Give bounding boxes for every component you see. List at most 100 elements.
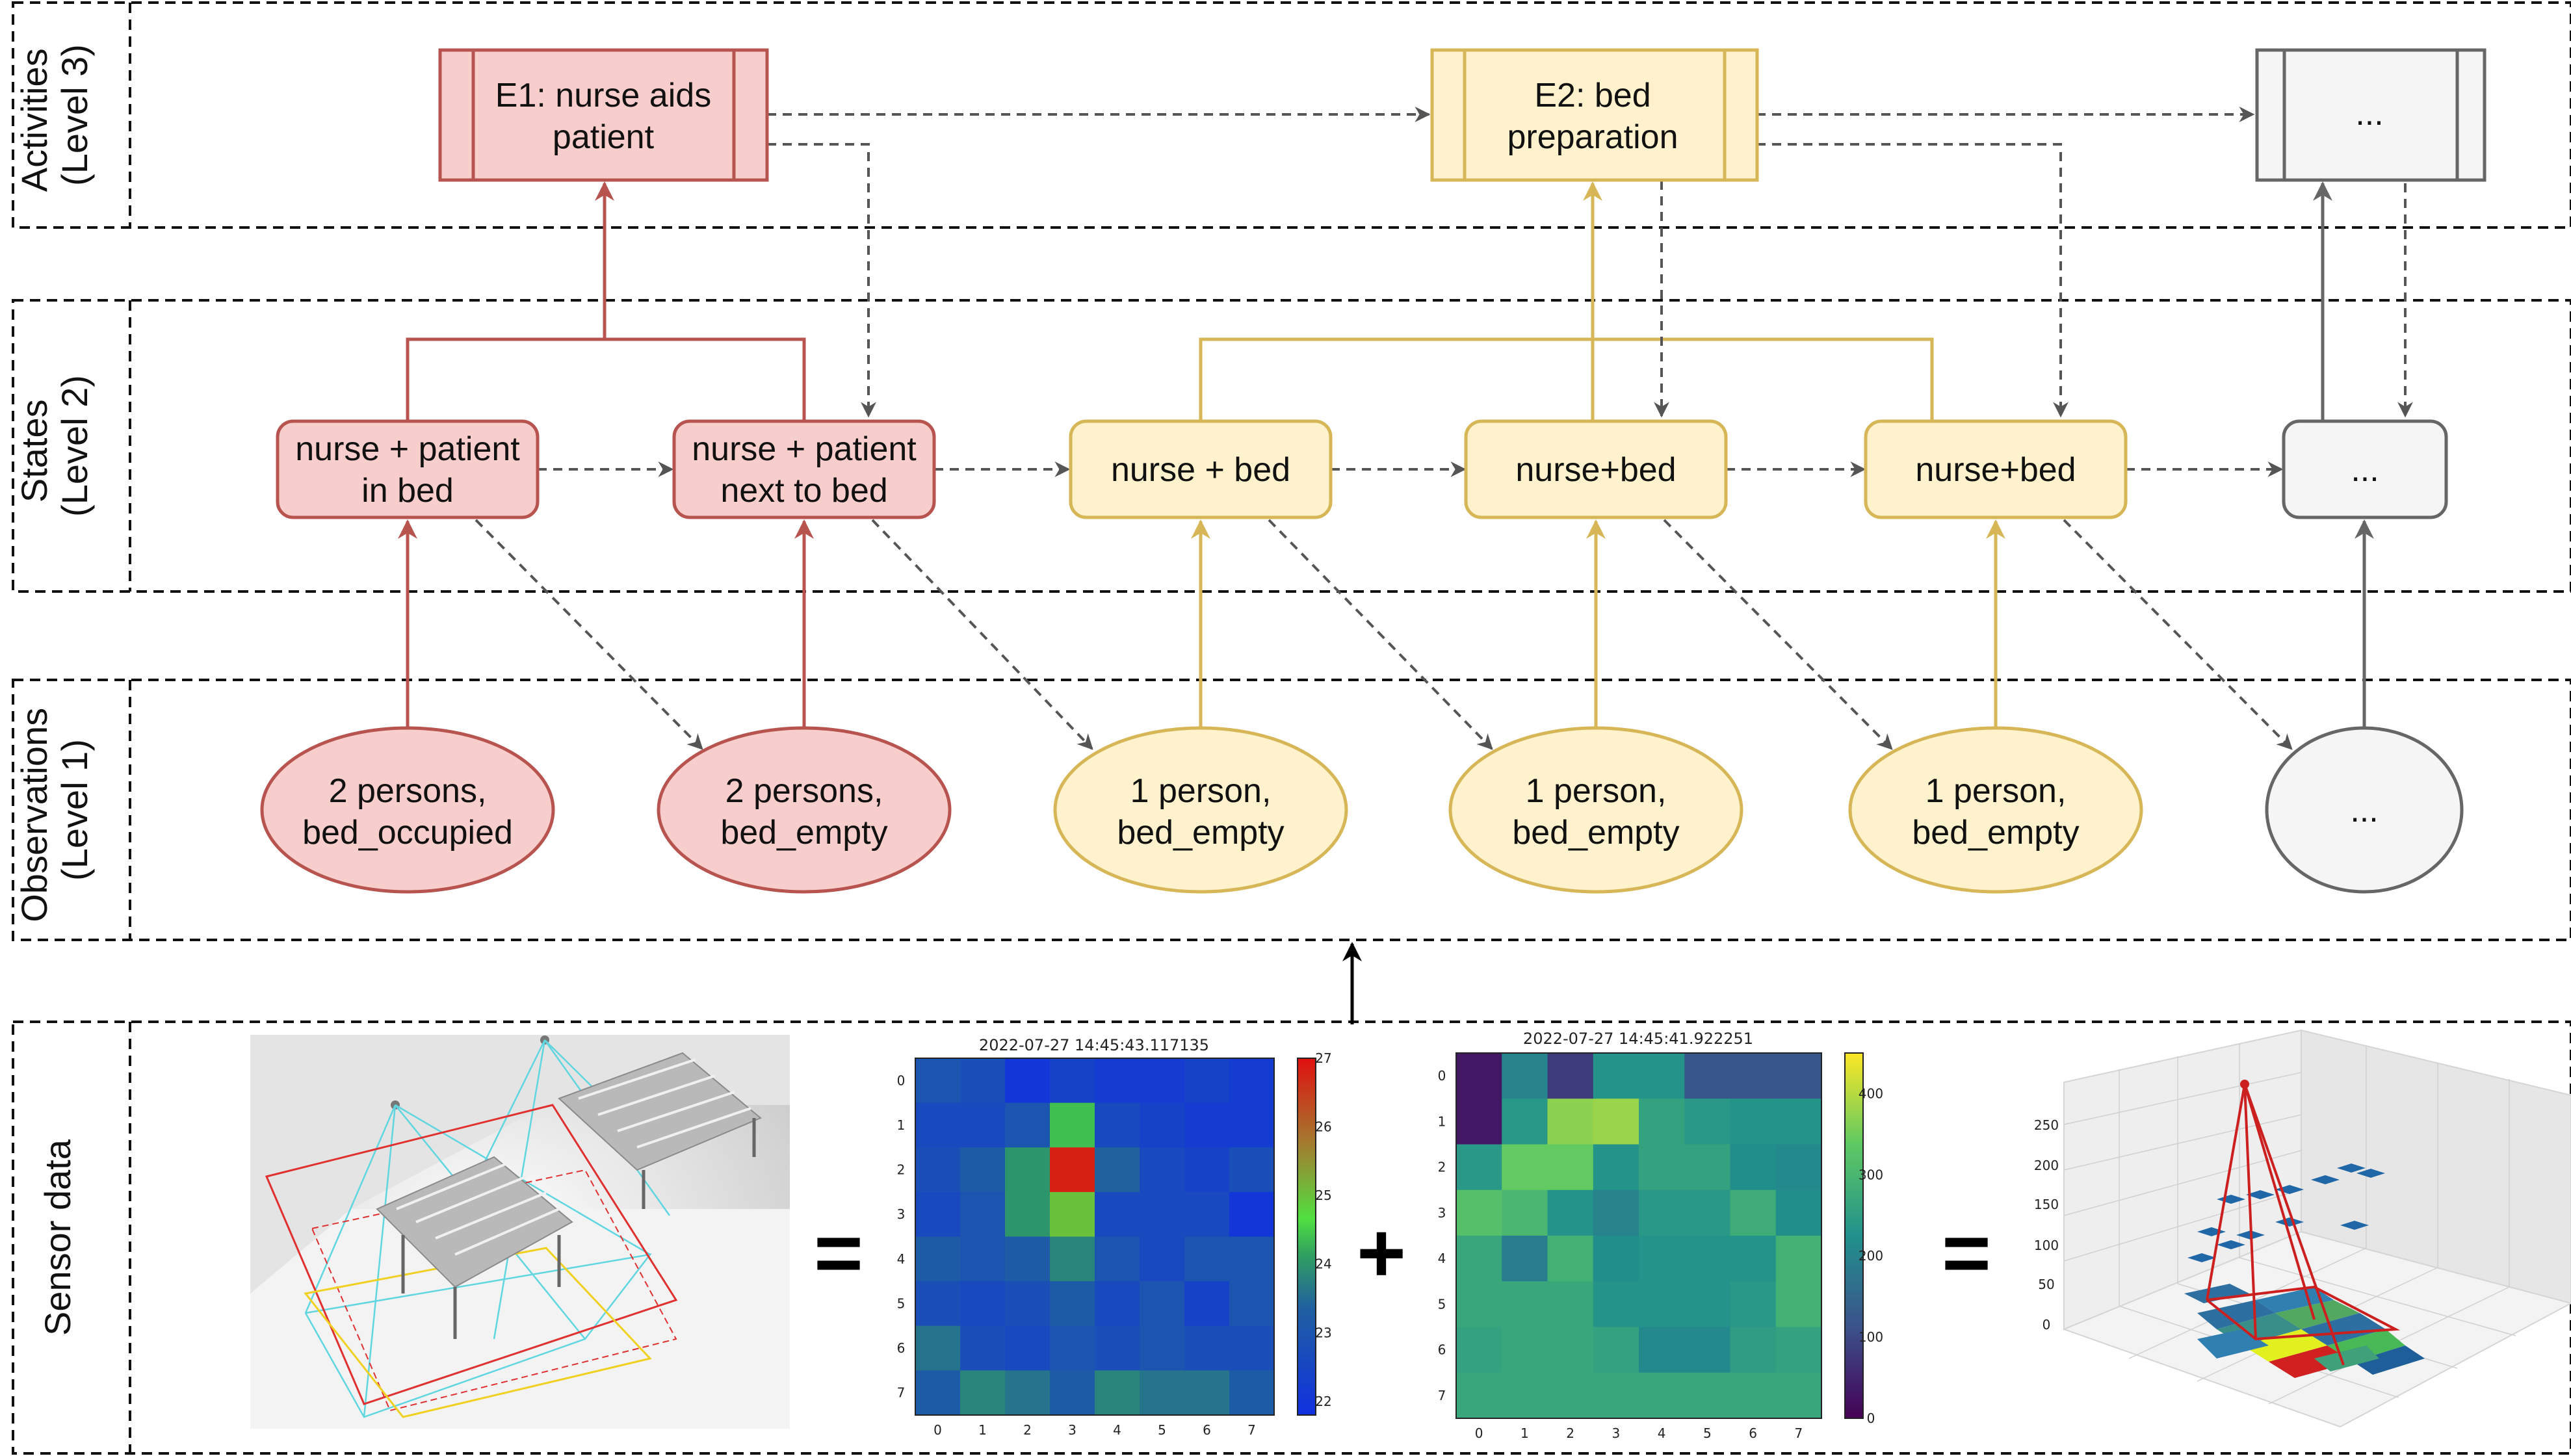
edge-state1-to-obs2 xyxy=(475,519,703,750)
colorbar-tick-label: 300 xyxy=(1859,1167,1883,1182)
colorbar-tick-label: 23 xyxy=(1315,1325,1331,1340)
state-more[interactable]: ... xyxy=(2282,419,2448,519)
heatmap-cell xyxy=(1005,1281,1051,1327)
heatmap-cell xyxy=(915,1281,961,1327)
x-tick-label: 0 xyxy=(1475,1425,1483,1441)
heatmap-cell xyxy=(1775,1053,1822,1099)
heatmap-cell xyxy=(1005,1147,1051,1193)
activity-e2[interactable]: E2: bed preparation xyxy=(1430,48,1759,182)
heatmap-cell xyxy=(1050,1102,1095,1148)
colorbar-tick-label: 24 xyxy=(1315,1256,1331,1272)
z-tick-label: 200 xyxy=(2034,1158,2059,1173)
heatmap-cell xyxy=(1229,1058,1275,1104)
heatmap-cell xyxy=(1229,1370,1275,1416)
state-1-line1: nurse + patient xyxy=(295,430,520,468)
heatmap-cell xyxy=(1684,1144,1730,1191)
heatmap-cell xyxy=(915,1191,961,1237)
observation-1-person-bed-empty-1[interactable]: 1 person, bed_empty xyxy=(1053,726,1348,894)
heatmap-cell xyxy=(1775,1098,1822,1145)
observation-2-persons-bed-occupied[interactable]: 2 persons, bed_occupied xyxy=(260,726,555,894)
state-4-label: nurse+bed xyxy=(1515,451,1676,489)
obs-5-line1: 1 person, xyxy=(1925,772,2067,810)
state-nurse-bed-3[interactable]: nurse+bed xyxy=(1864,419,2128,519)
heatmap-cell xyxy=(1730,1098,1777,1145)
heatmap-cell xyxy=(1639,1281,1685,1327)
heatmap-cell xyxy=(1456,1327,1502,1373)
state-nurse-patient-next-to-bed[interactable]: nurse + patient next to bed xyxy=(672,419,936,519)
x-tick-label: 6 xyxy=(1749,1425,1757,1441)
heatmap-depth-title: 2022-07-27 14:45:41.922251 xyxy=(1523,1030,1753,1048)
activity-e2-line1: E2: bed xyxy=(1534,77,1651,114)
heatmap-cell xyxy=(1005,1102,1051,1148)
state-nurse-bed-2[interactable]: nurse+bed xyxy=(1464,419,1728,519)
obs-5-line2: bed_empty xyxy=(1912,814,2079,852)
x-tick-label: 5 xyxy=(1158,1422,1166,1438)
activity-e1-line1: E1: nurse aids xyxy=(495,77,711,114)
y-tick-label: 6 xyxy=(897,1340,906,1356)
heatmap-cell xyxy=(1095,1191,1140,1237)
heatmap-cell xyxy=(1730,1327,1777,1373)
activity-e1[interactable]: E1: nurse aids patient xyxy=(438,48,769,182)
heatmap-cell xyxy=(1005,1236,1051,1282)
plot-3d-apex-point xyxy=(2240,1080,2249,1089)
colorbar-tick-label: 400 xyxy=(1859,1086,1883,1101)
heatmap-cell xyxy=(1095,1325,1140,1371)
heatmap-cell xyxy=(1502,1144,1548,1191)
heatmap-cell xyxy=(1005,1325,1051,1371)
colorbar-tick-label: 200 xyxy=(1859,1248,1883,1264)
band-states-label: States (Level 2) xyxy=(14,375,95,517)
heatmap-cell xyxy=(1684,1327,1730,1373)
heatmap-cell xyxy=(1775,1281,1822,1327)
heatmap-cell xyxy=(1639,1144,1685,1191)
heatmap-cell xyxy=(1140,1370,1185,1416)
state-2-line1: nurse + patient xyxy=(692,430,917,468)
band-sensor: Sensor data xyxy=(12,1020,2571,1455)
edge-e1-to-state2 xyxy=(767,143,876,418)
band-states: States (Level 2) xyxy=(12,299,2571,593)
heatmap-cell xyxy=(1456,1281,1502,1327)
observation-more[interactable]: ... xyxy=(2265,726,2464,894)
colorbar-tick-label: 27 xyxy=(1315,1050,1331,1066)
heatmap-cell xyxy=(1184,1370,1230,1416)
state-nurse-patient-in-bed[interactable]: nurse + patient in bed xyxy=(276,419,540,519)
y-tick-label: 1 xyxy=(897,1117,906,1133)
z-tick-label: 0 xyxy=(2042,1317,2051,1332)
x-tick-label: 4 xyxy=(1113,1422,1121,1438)
plot-3d-red-lines xyxy=(2206,1084,2401,1366)
colorbar-tick-label: 22 xyxy=(1315,1394,1331,1409)
heatmap-cell xyxy=(1502,1327,1548,1373)
x-tick-label: 3 xyxy=(1068,1422,1077,1438)
edge-state2-to-e1 xyxy=(605,337,806,421)
operator-plus: + xyxy=(1357,1205,1406,1300)
x-tick-label: 1 xyxy=(1520,1425,1529,1441)
heatmap-cell xyxy=(1593,1372,1639,1419)
heatmap-cell xyxy=(1005,1058,1051,1104)
heatmap-temperature-title: 2022-07-27 14:45:43.117135 xyxy=(979,1036,1209,1054)
x-tick-label: 6 xyxy=(1203,1422,1211,1438)
heatmap-cell xyxy=(1593,1327,1639,1373)
activity-more[interactable]: ... xyxy=(2255,48,2486,182)
y-tick-label: 0 xyxy=(1438,1068,1446,1084)
y-tick-label: 2 xyxy=(1438,1160,1446,1175)
observation-1-person-bed-empty-3[interactable]: 1 person, bed_empty xyxy=(1848,726,2143,894)
heatmap-cell xyxy=(960,1058,1006,1104)
heatmap-cell xyxy=(1639,1053,1685,1099)
obs-4-line1: 1 person, xyxy=(1526,772,1667,810)
bed-room-sensor-scene-icon xyxy=(250,1035,790,1429)
heatmap-cell xyxy=(1095,1102,1140,1148)
operator-equals-1: = xyxy=(814,1205,863,1300)
heatmap-cell xyxy=(1050,1058,1095,1104)
observation-1-person-bed-empty-2[interactable]: 1 person, bed_empty xyxy=(1448,726,1743,894)
heatmap-cell xyxy=(1140,1147,1185,1193)
heatmap-cell xyxy=(1684,1190,1730,1236)
z-tick-label: 150 xyxy=(2034,1197,2059,1212)
state-nurse-bed-1[interactable]: nurse + bed xyxy=(1069,419,1333,519)
heatmap-cell xyxy=(1502,1053,1548,1099)
heatmap-cell xyxy=(960,1102,1006,1148)
obs-1-line1: 2 persons, xyxy=(329,772,487,810)
observation-2-persons-bed-empty[interactable]: 2 persons, bed_empty xyxy=(657,726,952,894)
